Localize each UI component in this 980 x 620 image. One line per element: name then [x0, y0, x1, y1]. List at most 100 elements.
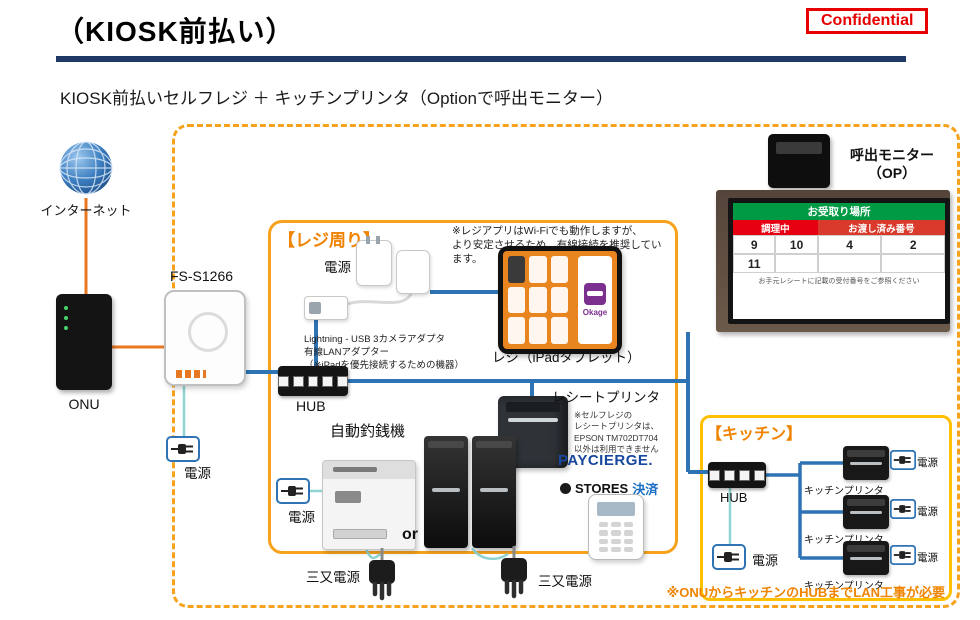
camera-adapter — [396, 250, 430, 294]
app-grid — [508, 256, 568, 344]
ready-header: お渡し済み番号 — [817, 220, 945, 235]
kitchen-printer-label: キッチンプリンタ — [804, 486, 884, 497]
call-monitor-label: 呼出モニター （OP） — [850, 147, 934, 182]
register-section-title: 【レジ周り】 — [278, 231, 380, 250]
power-plug-icon — [889, 498, 917, 520]
stores-name: STORES — [575, 481, 629, 496]
subtitle: KIOSK前払いセルフレジ ＋ キッチンプリンタ（Optionで呼出モニター） — [60, 89, 613, 108]
order-number: 10 — [775, 235, 818, 254]
printer-paper-slot — [508, 418, 558, 422]
kitchen-printer-device — [843, 541, 889, 575]
ipad-screen: Okage — [503, 251, 617, 349]
kitchen-printer-device — [843, 495, 889, 529]
order-number: 11 — [733, 254, 776, 273]
receipt-printer-note: ※セルフレジの レシートプリンタは、 EPSON TM702DT704 以外は利… — [574, 410, 660, 455]
screen-caption: お手元レシートに記載の受付番号をご参照ください — [758, 278, 920, 285]
change-machine-power-label: 電源 — [288, 510, 315, 525]
okage-ninja-icon — [584, 283, 606, 305]
order-number: 4 — [817, 235, 882, 254]
power-plug-icon — [889, 449, 917, 471]
call-monitor-screen: お受取り場所 調理中 お渡し済み番号 9 10 4 2 11 お手元レシートに記… — [728, 198, 950, 324]
app-tile-icon — [550, 286, 568, 314]
payment-terminal-device — [588, 494, 644, 560]
kitchen-printer-power-label: 電源 — [917, 457, 938, 469]
app-tile-icon — [529, 286, 547, 314]
coin-slot — [333, 467, 377, 472]
stores-icon — [560, 483, 571, 494]
receipt-printer-label: レシートプリンタ — [552, 390, 660, 405]
hub-device — [278, 366, 348, 396]
app-tile-icon — [508, 317, 526, 344]
coin-tray-top — [323, 461, 415, 479]
usb-power-adapter — [356, 236, 392, 286]
bill-unit — [424, 436, 468, 548]
order-number: 9 — [733, 235, 776, 254]
coin-tray — [333, 529, 387, 539]
kitchen-section-title: 【キッチン】 — [706, 426, 803, 443]
kitchen-printer-label: キッチンプリンタ — [804, 581, 884, 592]
title-underline — [56, 56, 906, 62]
page-title: （KIOSK前払い） — [56, 16, 295, 47]
ipad-device: Okage — [498, 246, 622, 354]
kitchen-printer-label: キッチンプリンタ — [804, 535, 884, 546]
power-plug-icon — [166, 436, 200, 462]
kitchen-section-border — [700, 415, 952, 601]
ipad-label: レジ（iPadタブレット） — [492, 350, 641, 365]
kitchen-hub-label: HUB — [720, 490, 748, 505]
kitchen-printer-power-label: 電源 — [917, 552, 938, 564]
order-number: 2 — [881, 235, 945, 254]
lan-adapter — [304, 296, 348, 320]
onu-device — [56, 294, 112, 390]
change-machine-black — [424, 436, 516, 548]
triple-plug-icon — [494, 546, 534, 600]
stores-logo: STORES 決済 — [560, 479, 658, 498]
terminal-screen — [597, 502, 635, 516]
adapter-note: Lightning - USB 3カメラアダプタ 有線LANアダプター （※iP… — [304, 334, 464, 371]
coin-unit — [472, 436, 516, 548]
adapter-power-label: 電源 — [324, 260, 351, 275]
stores-pay-label: 決済 — [632, 482, 659, 497]
okage-app-card: Okage — [578, 256, 612, 344]
terminal-keypad — [599, 522, 633, 552]
call-monitor-photo: お受取り場所 調理中 お渡し済み番号 9 10 4 2 11 お手元レシートに記… — [716, 190, 950, 332]
app-tile-icon — [550, 317, 568, 344]
order-number-empty — [817, 254, 882, 273]
router-ports — [176, 370, 206, 378]
call-monitor-device — [768, 134, 830, 188]
router-logo — [188, 311, 228, 352]
router-power-label: 電源 — [184, 466, 211, 481]
triple-plug-icon — [362, 548, 402, 602]
app-tile-icon — [529, 317, 547, 344]
hub-label: HUB — [296, 398, 326, 414]
kitchen-printer-power-label: 電源 — [917, 506, 938, 518]
or-label: or — [402, 526, 418, 543]
order-number-empty — [881, 254, 945, 273]
lan-work-note: ※ONUからキッチンのHUBまでLAN工事が必要 — [666, 585, 945, 600]
change-machine-white — [322, 460, 416, 550]
kitchen-printer-device — [843, 446, 889, 480]
onu-label: ONU — [68, 396, 100, 412]
triple-power-label-left: 三又電源 — [306, 570, 360, 585]
app-tile-icon — [508, 256, 526, 283]
okage-logo-text: Okage — [582, 308, 608, 317]
app-tile-icon — [529, 256, 547, 283]
router-label: FS-S1266 — [170, 268, 234, 284]
app-tile-icon — [550, 256, 568, 283]
kitchen-power-label: 電源 — [752, 553, 779, 568]
router-device — [164, 290, 246, 386]
confidential-badge: Confidential — [806, 8, 929, 34]
internet-label: インターネット — [40, 203, 132, 218]
cooking-header: 調理中 — [733, 220, 818, 235]
kitchen-hub-device — [708, 462, 766, 488]
change-machine-label: 自動釣銭機 — [330, 423, 406, 440]
display-panel — [335, 491, 361, 503]
triple-power-label-right: 三又電源 — [538, 574, 592, 589]
payciege-logo: PAYCIERGE. — [558, 452, 654, 469]
power-plug-icon — [889, 544, 917, 566]
pickup-header: お受取り場所 — [733, 203, 945, 220]
printer-lid — [506, 402, 560, 412]
power-plug-icon — [276, 478, 310, 504]
power-plug-icon — [712, 544, 746, 570]
app-tile-icon — [508, 286, 526, 314]
